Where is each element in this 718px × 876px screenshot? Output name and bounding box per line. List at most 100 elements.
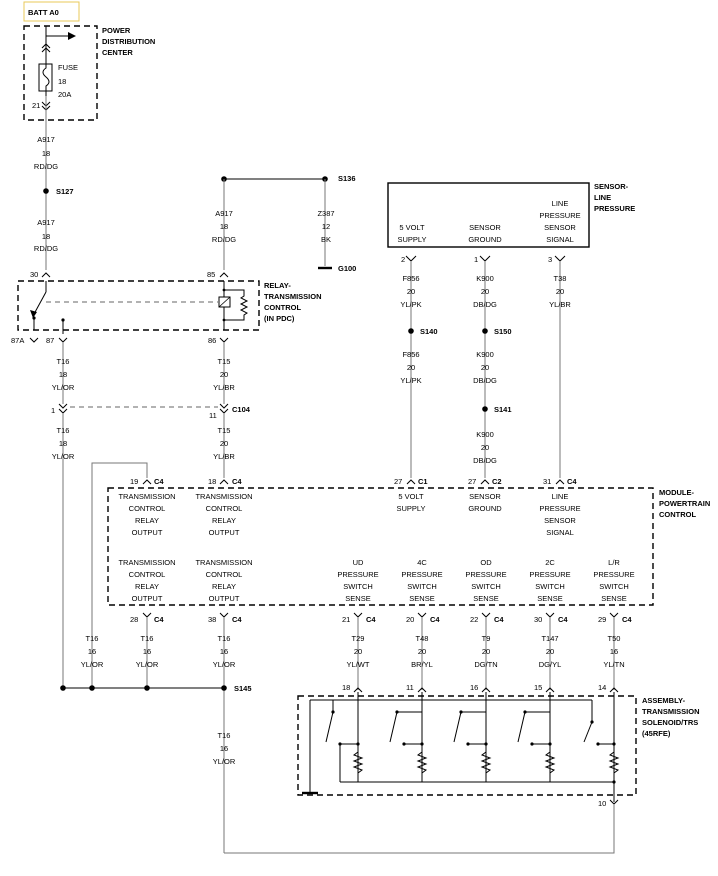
sensor-ground-label-1: SENSOR	[469, 223, 501, 232]
splice-s136: S136	[338, 174, 356, 183]
splice-s141-dot	[482, 406, 488, 412]
pcm-lp-label-1: LINE	[552, 492, 569, 501]
pcm-ud-label-3: SWITCH	[343, 582, 373, 591]
battery-arrow-icon	[68, 32, 76, 40]
wire-t147-code: T147	[541, 634, 558, 643]
wire-t16b-code: T16	[57, 426, 70, 435]
sensor-5v-label-2: SUPPLY	[397, 235, 426, 244]
wire-t16-loop-left	[91, 462, 148, 688]
splice-s150-dot	[482, 328, 488, 334]
wire-t15b-color: YL/BR	[213, 452, 235, 461]
wire-z387-code: Z387	[317, 209, 334, 218]
pcm-label-2: POWERTRAIN	[659, 499, 710, 508]
pcm-pin-20-conn: C4	[430, 615, 440, 624]
pcm-lr-label-3: SWITCH	[599, 582, 629, 591]
wire-t16e-color: YL/OR	[213, 660, 236, 669]
pcm-pin-19-icon	[142, 479, 152, 485]
pcm-lr-label-2: PRESSURE	[593, 570, 634, 579]
pcm-bc2-label-1: TRANSMISSION	[195, 558, 252, 567]
relay-label-1: RELAY-	[264, 281, 291, 290]
wire-a917c-gauge: 18	[220, 222, 228, 231]
pcm-lr-label-4: SENSE	[601, 594, 626, 603]
s145-node-3	[144, 685, 150, 691]
wire-t16c-code: T16	[86, 634, 99, 643]
c104-pin-11-icon	[219, 403, 229, 414]
trs-sw-4c-contact	[402, 742, 406, 746]
splice-s145-dot	[221, 685, 227, 691]
pcm-pin-21-icon	[353, 612, 363, 618]
pcm-pin-22: 22	[470, 615, 478, 624]
pcm-bc2-label-2: CONTROL	[206, 570, 243, 579]
trs-pin-18-icon	[353, 687, 363, 693]
pdc-label-1: POWER	[102, 26, 131, 35]
fuse-label-2: 18	[58, 77, 66, 86]
pcm-4c-label-4: SENSE	[409, 594, 434, 603]
assembly-transmission-solenoid-box	[297, 695, 637, 796]
wire-f856b-code: F856	[402, 350, 419, 359]
sensor-line-pressure-box	[387, 182, 590, 248]
relay-resistor-icon	[224, 289, 249, 321]
relay-transmission-control-box	[17, 280, 260, 331]
pcm-4c-label-1: 4C	[417, 558, 427, 567]
trs-resistor-lr-icon	[608, 751, 620, 774]
wire-a917b-color: RD/DG	[34, 244, 58, 253]
wire-a917a-gauge: 18	[42, 149, 50, 158]
trs-sw-ud-arm	[325, 711, 334, 743]
sensor-ground-label-2: GROUND	[468, 235, 502, 244]
wire-t29-gauge: 20	[354, 647, 362, 656]
wire-t16f-color: YL/OR	[213, 757, 236, 766]
splice-s140: S140	[420, 327, 438, 336]
sensor-5v-label-1: 5 VOLT	[399, 223, 425, 232]
sensor-signal-label-4: SIGNAL	[546, 235, 574, 244]
pcm-pin-28: 28	[130, 615, 138, 624]
relay-arm-arrow-icon	[30, 310, 37, 318]
trs-pin-16: 16	[470, 683, 478, 692]
wire-t15b-code: T15	[218, 426, 231, 435]
wire-a917c-color: RD/DG	[212, 235, 236, 244]
wire-z387-color: BK	[321, 235, 331, 244]
wire-t16a-gauge: 18	[59, 370, 67, 379]
wire-t16a-color: YL/OR	[52, 383, 75, 392]
trs-pin-14-icon	[609, 687, 619, 693]
pcm-ud-label-2: PRESSURE	[337, 570, 378, 579]
pcm-tc1-label-1: TRANSMISSION	[118, 492, 175, 501]
relay-label-3: CONTROL	[264, 303, 301, 312]
wire-t16a-code: T16	[57, 357, 70, 366]
trs-label-2: TRANSMISSION	[642, 707, 700, 716]
wire-t38-code: T38	[554, 274, 567, 283]
wire-t15a-code: T15	[218, 357, 231, 366]
pcm-pin-29: 29	[598, 615, 606, 624]
trs-sw-4c-node	[420, 742, 424, 746]
pcm-pin-30-conn: C4	[558, 615, 568, 624]
power-distribution-center-box	[23, 25, 98, 121]
wire-k900c-color: DB/DG	[473, 456, 497, 465]
wire-f856b-color: YL/PK	[400, 376, 421, 385]
pcm-bc2-label-4: OUTPUT	[209, 594, 240, 603]
wire-z387-gauge: 12	[322, 222, 330, 231]
trs-sw-lr-pivot	[590, 720, 594, 724]
wire-a917a-color: RD/DG	[34, 162, 58, 171]
wire-t38-color: YL/BR	[549, 300, 571, 309]
pcm-sg-label-1: SENSOR	[469, 492, 501, 501]
wire-t16d-code: T16	[141, 634, 154, 643]
pdc-label-3: CENTER	[102, 48, 133, 57]
connector-c104: C104	[232, 405, 251, 414]
relay-pin-85: 85	[207, 270, 215, 279]
sensor-pin-3: 3	[548, 255, 552, 264]
pcm-ud-label-1: UD	[353, 558, 364, 567]
pcm-pin-30-icon	[545, 612, 555, 618]
trs-resistor-4c-icon	[416, 751, 428, 774]
trs-label-1: ASSEMBLY-	[642, 696, 686, 705]
wire-t16c-color: YL/OR	[81, 660, 104, 669]
relay-pin-85-icon	[219, 272, 229, 278]
trs-resistor-od-icon	[480, 751, 492, 774]
wire-k900a-color: DB/DG	[473, 300, 497, 309]
relay-label-2: TRANSMISSION	[264, 292, 322, 301]
sensor-pin-2-icon	[405, 255, 417, 262]
relay-pin-87a: 87A	[11, 336, 24, 345]
wire-t9-code: T9	[482, 634, 491, 643]
sensor-pin-3-icon	[554, 255, 566, 262]
pcm-od-label-2: PRESSURE	[465, 570, 506, 579]
fuse-label-1: FUSE	[58, 63, 78, 72]
sensor-pin-1-icon	[479, 255, 491, 262]
